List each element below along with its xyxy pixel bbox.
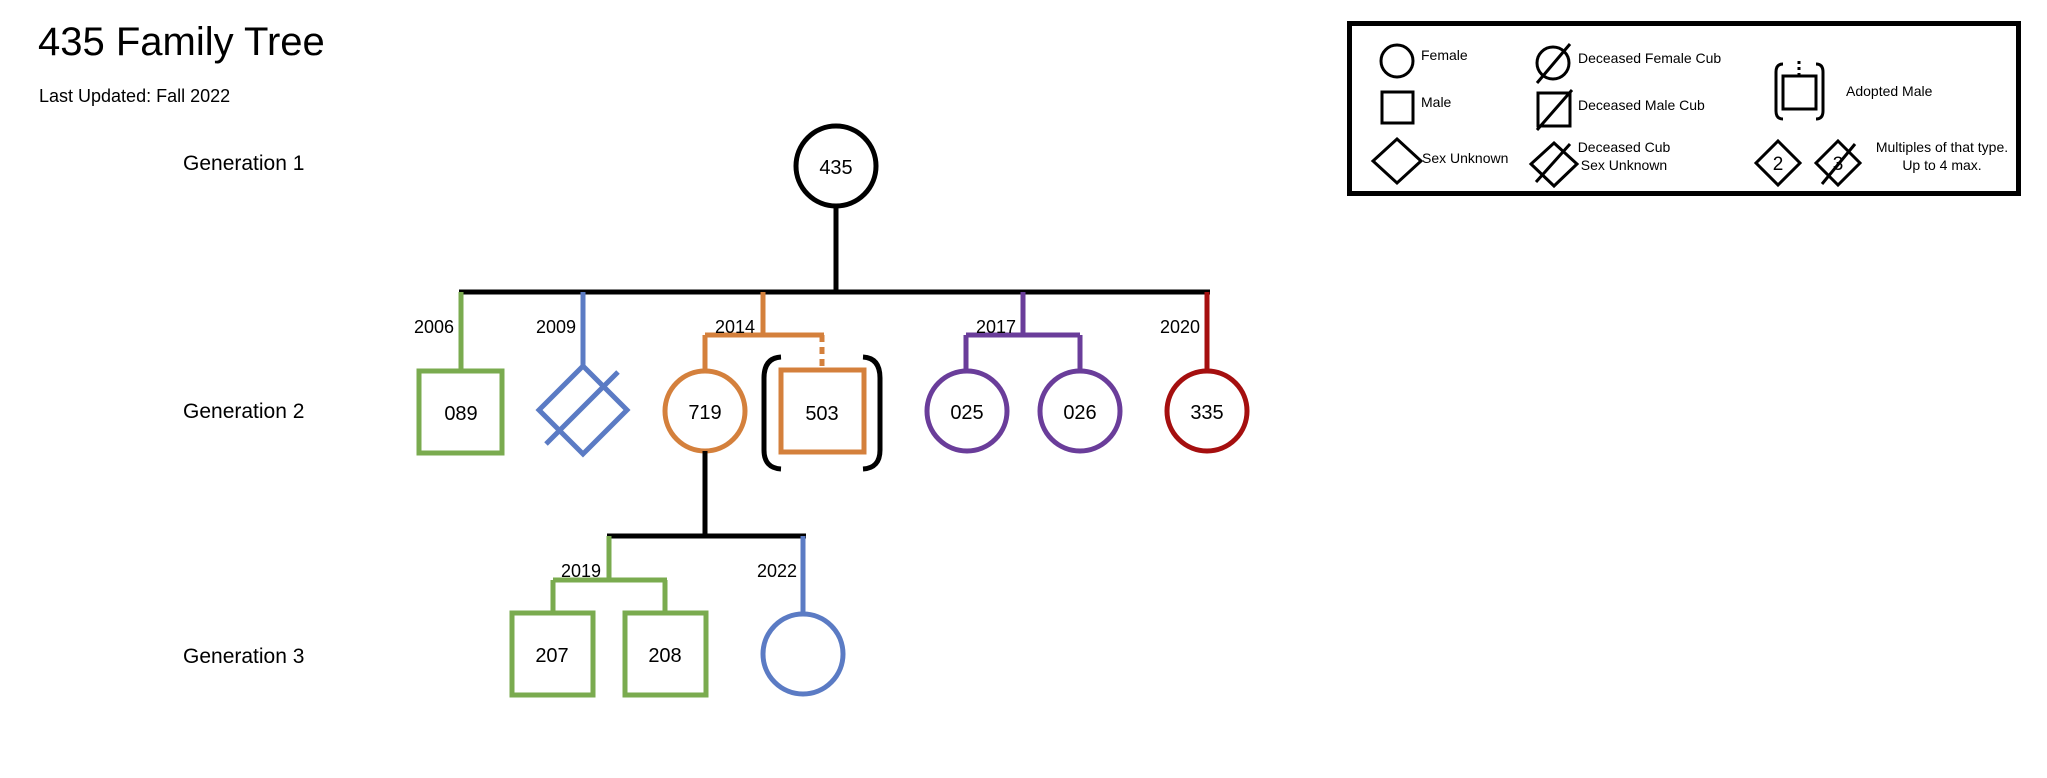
sex-unknown-diamond [535,362,631,458]
legend-multiples-label: Multiples of that type. Up to 4 max. [1867,139,2017,174]
litter-year: 2009 [536,317,576,337]
legend-deceased-female-icon [1535,43,1572,84]
legend-female-label: Female [1421,47,1468,63]
legend-multiples-number: 3 [1833,154,1844,175]
legend-deceased-unknown-icon [1528,140,1580,189]
legend-female-icon [1379,43,1415,79]
male-square [778,367,867,455]
legend-deceased-male-icon [1535,89,1574,131]
litter-2014: 2014 719 503 [662,292,883,472]
legend-multiples-icon [1753,138,1803,188]
cub-025[interactable]: 025 [924,368,1010,454]
male-square [509,610,596,698]
legend-line: Up to 4 max. [1902,156,1982,173]
generation-3-label: Generation 3 [183,645,305,668]
litter-year: 2022 [757,561,797,581]
legend-multiples-number: 2 [1773,154,1784,175]
litter-year: 2017 [976,317,1016,337]
cub-435[interactable]: 435 [793,123,879,209]
cub-089[interactable]: 089 [416,368,505,456]
legend-line: Deceased Cub [1577,139,1671,155]
legend-deceased-female-label: Deceased Female Cub [1578,50,1722,66]
legend-deceased-unknown-label: Deceased Cub Sex Unknown [1573,139,1675,174]
cub-026[interactable]: 026 [1037,368,1123,454]
cub-id: 335 [1190,402,1223,424]
generation-1-label: Generation 1 [183,152,305,175]
generation-2-label: Generation 2 [183,400,305,423]
cub-id: 503 [805,403,838,425]
litter-year: 2019 [561,561,601,581]
legend-deceased-multiples-icon [1813,138,1863,188]
male-square [416,368,505,456]
cub-id: 719 [688,402,721,424]
litter-2009: 2009 [535,292,631,458]
legend: 2 3 Female Male Sex Unknown Deceased Fem… [1347,21,2021,196]
legend-adopted-male-icon [1774,61,1825,121]
page-title: 435 Family Tree [38,20,325,64]
cub-id: 089 [444,403,477,425]
legend-adopted-male-label: Adopted Male [1846,83,1933,99]
female-circle [760,611,846,697]
female-circle [1164,368,1250,454]
litter-2022: 2022 [757,536,846,697]
legend-sex-unknown-icon [1370,136,1424,186]
cub-719[interactable]: 719 [662,368,748,454]
cub-208[interactable]: 208 [622,610,709,698]
legend-male-icon [1380,90,1415,125]
cub-deceased-sex-unknown[interactable] [535,362,631,458]
cub-id: 435 [819,157,852,179]
cub-id: 026 [1063,402,1096,424]
female-circle [1037,368,1123,454]
female-circle [924,368,1010,454]
legend-line: Sex Unknown [1580,156,1668,173]
cub-503[interactable]: 503 [761,354,883,472]
legend-deceased-male-label: Deceased Male Cub [1578,97,1705,113]
cub-207[interactable]: 207 [509,610,596,698]
legend-sex-unknown-label: Sex Unknown [1422,150,1509,166]
litter-year: 2020 [1160,317,1200,337]
litter-2017: 2017 025 026 [924,292,1123,454]
litter-2020: 2020 335 [1160,292,1250,454]
adopted-left-bracket [761,354,782,472]
litter-year: 2014 [715,317,755,337]
litter-2019: 2019 207 208 [509,536,709,698]
cub-unnamed-female[interactable] [760,611,846,697]
deceased-slash [544,370,620,446]
cub-id: 208 [648,645,681,667]
cub-335[interactable]: 335 [1164,368,1250,454]
legend-line: Multiples of that type. [1875,139,2009,155]
litter-year: 2006 [414,317,454,337]
cub-id: 207 [535,645,568,667]
male-square [622,610,709,698]
last-updated: Last Updated: Fall 2022 [39,86,231,106]
litter-2006: 2006 089 [414,292,505,456]
cub-id: 025 [950,402,983,424]
legend-male-label: Male [1421,94,1452,110]
adopted-right-bracket [862,354,883,472]
